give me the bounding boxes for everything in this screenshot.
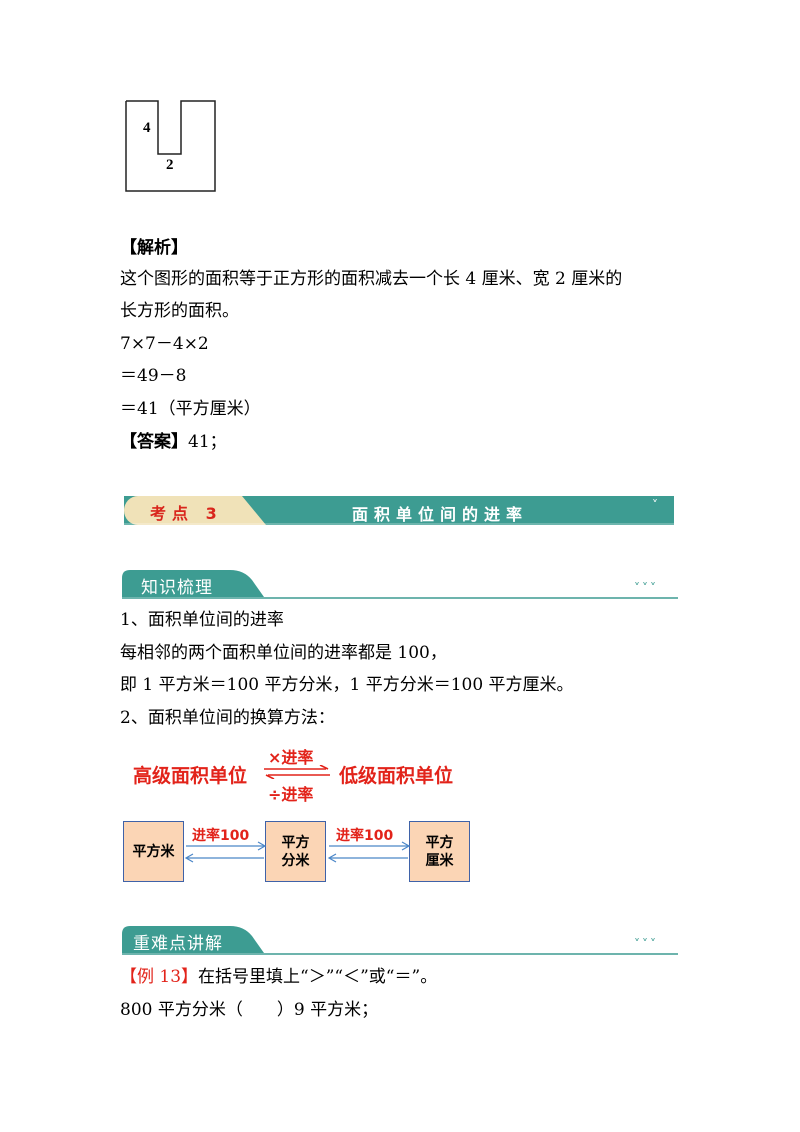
knowledge-item-1-text-2: 即 1 平方米＝100 平方分米，1 平方分米＝100 平方厘米。 bbox=[120, 675, 574, 695]
kaodian-title: 面积单位间的进率 bbox=[352, 505, 529, 524]
unit-label: 平方分米 bbox=[281, 834, 310, 869]
divide-rate-label: ÷进率 bbox=[268, 785, 314, 804]
example-text: 在括号里填上“＞”“＜”或“＝”。 bbox=[198, 967, 438, 987]
key-points-tab bbox=[122, 926, 678, 955]
answer-heading: 【答案】 bbox=[120, 432, 188, 452]
example-line: 【例 13】在括号里填上“＞”“＜”或“＝”。 bbox=[120, 966, 437, 988]
knowledge-tab bbox=[122, 570, 678, 599]
u-shape-figure bbox=[125, 100, 216, 192]
knowledge-tab-title: 知识梳理 bbox=[141, 578, 213, 598]
chevron-down-icon: ˅˅˅ bbox=[634, 581, 658, 595]
analysis-text-1: 这个图形的面积等于正方形的面积减去一个长 4 厘米、宽 2 厘米的 bbox=[120, 269, 623, 289]
calc-line-3: ＝41（平方厘米） bbox=[120, 399, 261, 419]
rate-label-2: 进率100 bbox=[336, 828, 394, 844]
knowledge-item-1-text-1: 每相邻的两个面积单位间的进率都是 100， bbox=[120, 643, 447, 663]
unit-box-square-decimeter: 平方分米 bbox=[265, 821, 326, 882]
calc-line-2: ＝49－8 bbox=[120, 366, 187, 386]
conversion-arrows bbox=[184, 841, 410, 863]
unit-box-square-centimeter: 平方厘米 bbox=[409, 821, 470, 882]
unit-label: 平方厘米 bbox=[425, 834, 454, 869]
calc-line-1: 7×7－4×2 bbox=[120, 334, 209, 354]
answer-value: 41； bbox=[188, 432, 227, 452]
high-unit-label: 高级面积单位 bbox=[133, 765, 248, 787]
u-shape-outline bbox=[125, 100, 216, 192]
unit-label: 平方米 bbox=[132, 843, 175, 860]
question-line: 800 平方分米（ ）9 平方米； bbox=[120, 1000, 379, 1020]
conversion-double-arrow bbox=[264, 765, 330, 779]
answer-line: 【答案】41； bbox=[120, 431, 227, 453]
low-unit-label: 低级面积单位 bbox=[339, 765, 454, 787]
figure-label-width: 2 bbox=[166, 157, 174, 173]
knowledge-item-1: 1、面积单位间的进率 bbox=[120, 610, 284, 630]
figure-label-height: 4 bbox=[143, 120, 151, 136]
analysis-heading: 【解析】 bbox=[120, 238, 188, 258]
multiply-rate-label: ×进率 bbox=[268, 748, 314, 767]
knowledge-item-2: 2、面积单位间的换算方法： bbox=[120, 708, 335, 728]
analysis-text-2: 长方形的面积。 bbox=[120, 301, 239, 321]
unit-box-square-meter: 平方米 bbox=[123, 821, 184, 882]
chevron-down-icon: ˅˅˅ bbox=[634, 937, 658, 951]
key-points-tab-title: 重难点讲解 bbox=[133, 934, 223, 954]
kaodian-banner bbox=[124, 496, 674, 525]
rate-label-1: 进率100 bbox=[192, 828, 250, 844]
chevron-down-icon: ˅ bbox=[652, 498, 658, 512]
example-label: 【例 13】 bbox=[120, 967, 199, 987]
kaodian-label: 考点 3 bbox=[150, 504, 223, 523]
